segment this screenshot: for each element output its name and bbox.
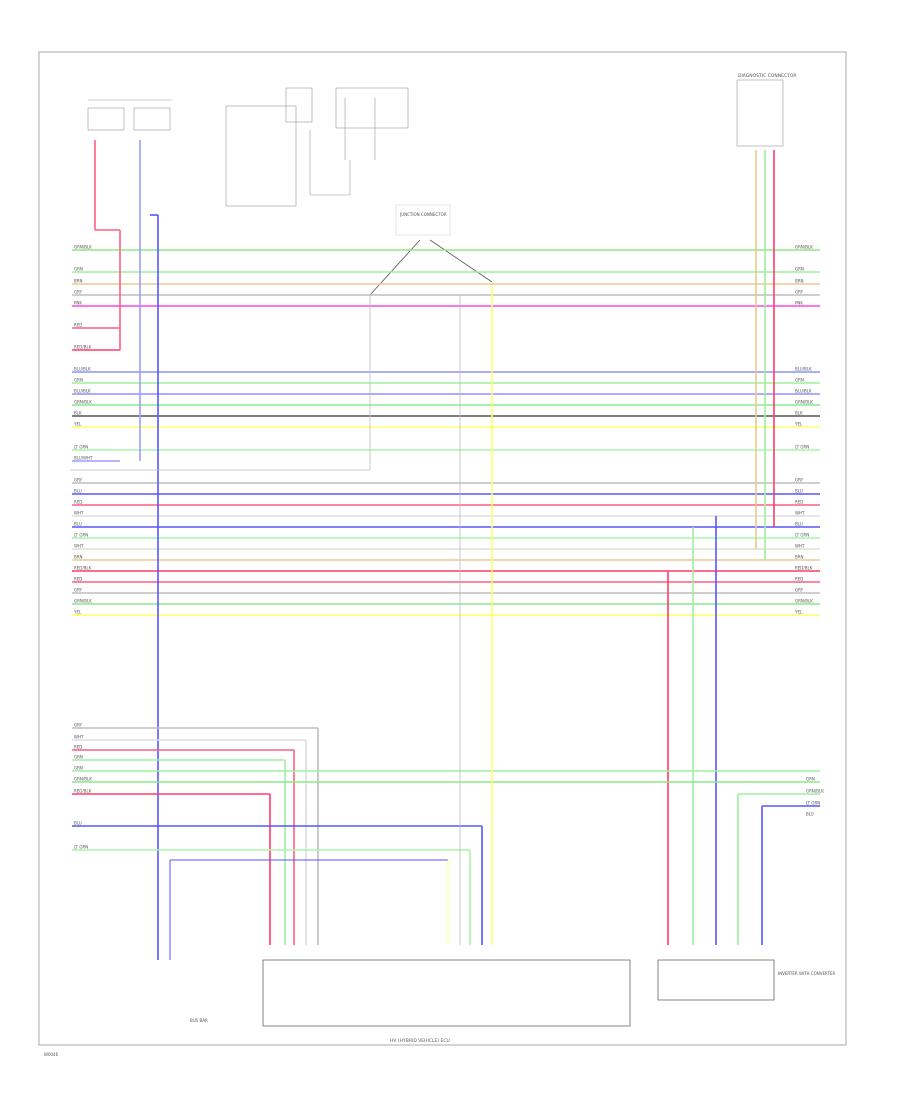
wire-label-left-20: BLU [74, 522, 82, 527]
wire-label-left-9: GRN [74, 378, 83, 383]
lower-wire-label-5: GRN [74, 766, 83, 771]
wires-layer: GRN/BLK GRN/BLK GRN GRN BRN BRN GRY GRY PNK PNK RE… [70, 140, 824, 960]
wire-label-left-6: RED [74, 323, 82, 328]
wire-label-left-18: RED [74, 500, 82, 505]
wire-label-left-3: BRN [74, 279, 83, 284]
wire-label-left-16: GRY [74, 478, 83, 483]
lower-wire-label-2: WHT [74, 735, 84, 740]
wire-label-left-7: RED/BLK [74, 345, 92, 350]
wire-label-right-3: BRN [795, 279, 804, 284]
wire-label-left-17: BLU [74, 489, 82, 494]
wire-label-left-15: BLU/WHT [74, 456, 93, 461]
lower-wire-label-6: GRN/BLK [74, 777, 92, 782]
inverter-box [657, 959, 775, 1001]
wire-label-right-4: GRY [795, 290, 804, 295]
lower-wire-label-9: LT GRN [74, 845, 88, 850]
wire-label-right-25: RED [795, 577, 803, 582]
wire-label-right-5: PNK [795, 301, 803, 306]
wire-label-right-19: WHT [795, 511, 805, 516]
wire-label-left-5: PNK [74, 301, 82, 306]
wire-label-right-22: WHT [795, 544, 805, 549]
wire-label-left-14: LT GRN [74, 445, 88, 450]
wire-label-right-28: YEL [794, 610, 803, 615]
lower-wire-label-8: BLU [74, 821, 82, 826]
wire-label-right-10: BLU/BLK [795, 389, 812, 394]
lower-wire-label-7: RED/BLK [74, 789, 92, 794]
wire-label-right-16: GRY [795, 478, 804, 483]
wire-label-left-28: YEL [73, 610, 82, 615]
wire-label-right-1: GRN/BLK [795, 245, 813, 250]
inverter-title: INVERTER WITH CONVERTER [778, 971, 835, 976]
wire-label-left-21: LT GRN [74, 533, 88, 538]
footer-code: W0046 [44, 1052, 59, 1057]
wire-label-right-9: GRN [795, 378, 804, 383]
right-lower-label-2: GRN/BLK [806, 789, 824, 794]
wire-label-right-12: BLK [795, 411, 803, 416]
wire-label-left-13: YEL [73, 422, 82, 427]
diagnostic-connector-title: DIAGNOSTIC CONNECTOR [738, 73, 797, 79]
wire-label-right-14: LT GRN [795, 445, 809, 450]
wire-label-left-26: GRY [74, 588, 83, 593]
wire-label-left-27: GRN/BLK [74, 599, 92, 604]
hv-ecu-box [262, 959, 631, 1027]
wire-label-right-8: BLU/BLK [795, 367, 812, 372]
lower-wire-label-1: GRY [74, 723, 83, 728]
wire-label-right-17: BLU [795, 489, 803, 494]
wire-label-left-4: GRY [74, 290, 83, 295]
diagram-frame [38, 51, 847, 1046]
wire-label-right-21: LT GRN [795, 533, 809, 538]
wire-label-right-13: YEL [794, 422, 803, 427]
wire-label-left-24: RED/BLK [74, 566, 92, 571]
wire-label-right-20: BLU [795, 522, 803, 527]
wire-label-left-23: BRN [74, 555, 83, 560]
wire-label-left-8: BLU/BLK [74, 367, 91, 372]
wire-label-left-25: RED [74, 577, 82, 582]
wire-label-right-27: GRN/BLK [795, 599, 813, 604]
wire-label-left-19: WHT [74, 511, 84, 516]
wire-label-right-24: RED/BLK [795, 566, 813, 571]
wire-label-right-23: BRN [795, 555, 804, 560]
top-left-components [87, 79, 784, 207]
right-lower-label-3: LT GRN [806, 801, 820, 806]
wire-label-left-1: GRN/BLK [74, 245, 92, 250]
wire-label-right-18: RED [795, 500, 803, 505]
wire-label-right-11: GRN/BLK [795, 400, 813, 405]
hv-ecu-title: HV (HYBRID VEHICLE) ECU [390, 1038, 450, 1044]
lower-wire-label-3: RED [74, 745, 82, 750]
right-lower-label-1: GRN [806, 777, 815, 782]
wire-label-left-2: GRN [74, 267, 83, 272]
lower-wire-label-4: GRN [74, 755, 83, 760]
wire-label-right-2: GRN [795, 267, 804, 272]
right-lower-label-4: BLU [806, 812, 814, 817]
wire-label-left-12: BLK [74, 411, 82, 416]
junction-connector-title: JUNCTION CONNECTOR [399, 212, 447, 217]
wire-label-left-22: WHT [74, 544, 84, 549]
wire-label-left-11: GRN/BLK [74, 400, 92, 405]
bus-bar-title: BUS BAR [190, 1018, 208, 1023]
junction-connector-label: JUNCTION CONNECTOR [369, 204, 493, 296]
wire-label-left-10: BLU/BLK [74, 389, 91, 394]
wire-label-right-26: GRY [795, 588, 804, 593]
